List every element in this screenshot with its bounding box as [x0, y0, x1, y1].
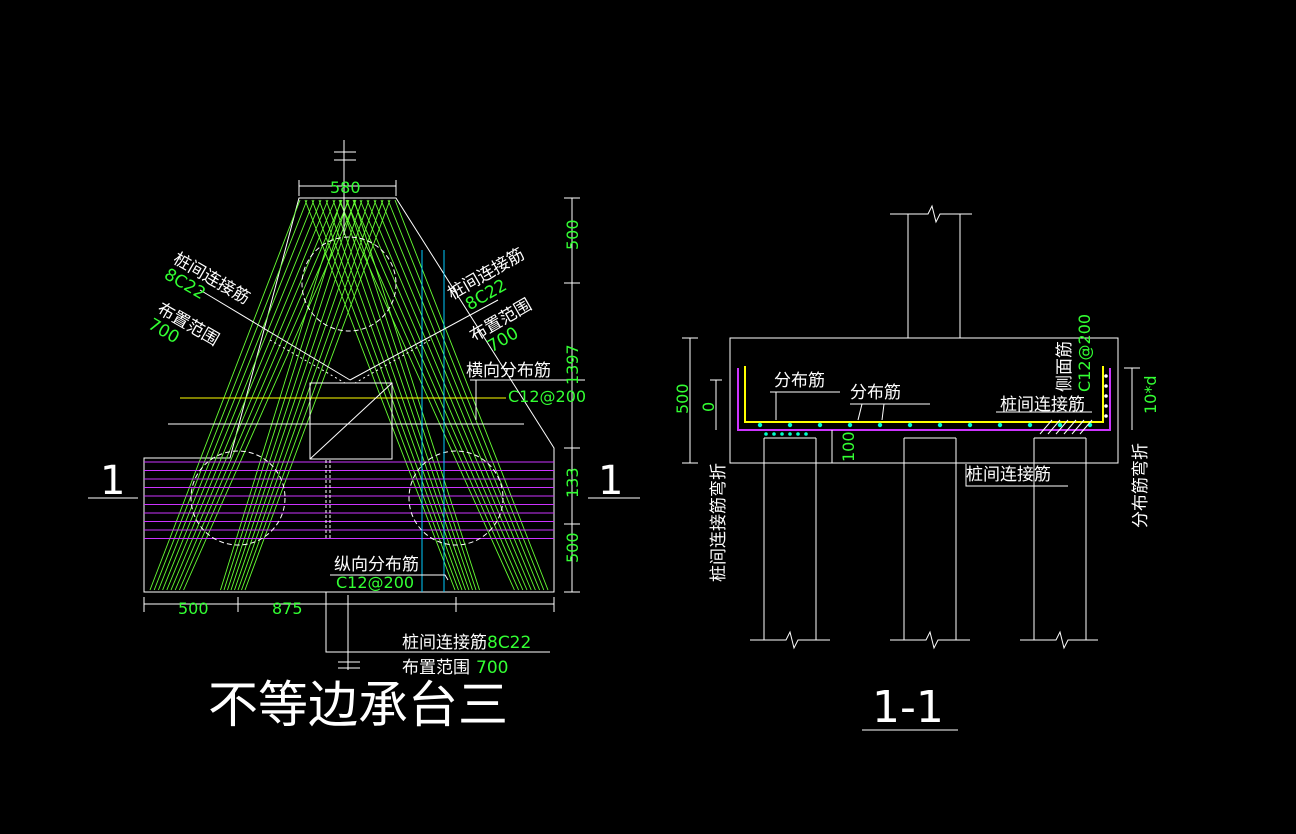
column-box: [309, 382, 393, 460]
pile-right: [408, 450, 504, 546]
pile-left: [190, 450, 286, 546]
rebar-dot: [1057, 422, 1063, 428]
rebar-dot: [937, 422, 943, 428]
rebar-right-bundle: [380, 199, 541, 591]
rebar-dot: [764, 432, 768, 436]
rebar-left-bundle: [153, 199, 308, 591]
rebar-cross-b: [223, 199, 349, 591]
section-label-link-bottom: 桩间连接筋: [966, 465, 1051, 485]
rebar-dot: [817, 422, 823, 428]
rebar-cross-b: [230, 199, 363, 591]
longitudinal-distribution-bars: [144, 461, 554, 539]
rebar-dot: [847, 422, 853, 428]
label-transverse-spec: C12@200: [508, 387, 586, 406]
rebar-right-bundle: [373, 199, 536, 591]
leader-longitudinal: [330, 574, 449, 581]
dim-right-low: 133: [563, 467, 582, 498]
yellow-dist-rebar: [744, 366, 1104, 423]
side-rebar-dot: [1104, 374, 1108, 378]
rebar-cross-a: [332, 199, 470, 591]
section-label-dist-2: 分布筋: [850, 383, 901, 403]
rebar-dot: [757, 422, 763, 428]
section-mark-left: 1: [100, 458, 125, 504]
dim-right-mid: 1397: [563, 344, 582, 385]
label-transverse: 横向分布筋: [466, 361, 551, 381]
rebar-dot: [804, 432, 808, 436]
rebar-cross-a: [346, 199, 477, 591]
rebar-cross-a: [304, 199, 456, 591]
side-rebar-dot: [1104, 394, 1108, 398]
rebar-dot: [780, 432, 784, 436]
section-title: 1-1: [872, 682, 944, 733]
rebar-right-bundle: [387, 199, 545, 591]
leader-left: [199, 289, 351, 381]
rebar-left-bundle: [166, 199, 329, 591]
rebar-cross-a: [318, 199, 463, 591]
label-longitudinal-spec: C12@200: [336, 573, 414, 592]
rebar-left-bundle: [170, 199, 336, 591]
rebar-dot: [788, 432, 792, 436]
section-dim-cover: 100: [839, 431, 858, 462]
rebar-dot: [967, 422, 973, 428]
rebar-cross-b: [237, 199, 377, 591]
section-piles: [750, 437, 1098, 650]
rebar-cross-b: [244, 199, 391, 591]
rebar-cross-a: [353, 199, 480, 591]
section-label-dist-1: 分布筋: [774, 371, 825, 391]
section-mark-right: 1: [598, 458, 623, 504]
rebar-dot: [787, 422, 793, 428]
pile-top: [301, 236, 397, 332]
rebar-right-bundle: [366, 199, 532, 591]
rebar-left-bundle: [157, 199, 315, 591]
dim-top-width: 580: [330, 178, 361, 197]
dim-bottom-mid: 875: [272, 599, 303, 618]
section-label-left-bend: 桩间连接筋弯折: [709, 463, 729, 582]
rebar-cross-a: [339, 199, 473, 591]
plan-view: 580 500 1397 133 500 500 875 1 1 桩间连接筋 8…: [88, 140, 640, 734]
plan-title: 不等边承台三: [208, 676, 508, 734]
rebar-cross-a: [311, 199, 459, 591]
rebar-dots: [757, 374, 1108, 436]
label-longitudinal: 纵向分布筋: [334, 555, 419, 575]
rebar-cross-b: [227, 199, 356, 591]
column-break: [890, 204, 972, 224]
section-label-link-top: 桩间连接筋: [1000, 395, 1085, 415]
section-label-side-spec: C12@200: [1075, 314, 1094, 392]
dim-right-bottom: 500: [563, 532, 582, 563]
rebar-dot: [907, 422, 913, 428]
rebar-cross-a: [325, 199, 466, 591]
dim-right-top: 500: [563, 219, 582, 250]
rebar-left-bundle: [162, 199, 322, 591]
rebar-cross-b: [241, 199, 384, 591]
rebar-dot: [877, 422, 883, 428]
rebar-dot: [997, 422, 1003, 428]
leader-right: [349, 299, 499, 381]
magenta-bottom-rebar: [737, 368, 1111, 431]
rebar-dot: [1027, 422, 1033, 428]
rebar-left-bundle: [149, 199, 301, 591]
section-view: 500 0 100 10*d 分布筋 分布筋 桩间连接筋 桩间连接筋 侧面筋 C…: [673, 204, 1160, 733]
section-label-right-bend: 分布筋弯折: [1131, 443, 1151, 528]
side-rebar-dot: [1104, 384, 1108, 388]
section-dim-zero: 0: [699, 402, 718, 412]
rebar-right-bundle: [394, 199, 549, 591]
leader-bottom: [325, 592, 550, 653]
rebar-dot: [796, 432, 800, 436]
rebar-cross-b: [220, 199, 342, 591]
label-bottom-rebar: 桩间连接筋8C22: [402, 633, 531, 653]
dim-bottom-left: 500: [178, 599, 209, 618]
side-rebar-dot: [1104, 414, 1108, 418]
section-label-side: 侧面筋: [1055, 341, 1075, 392]
section-cap: [729, 337, 1119, 464]
rebar-dot: [772, 432, 776, 436]
rebar-cross-b: [234, 199, 370, 591]
rebar-left-bundle: [174, 199, 343, 591]
side-rebar-dot: [1104, 404, 1108, 408]
section-dim-bend: 10*d: [1141, 375, 1160, 414]
section-dim-height: 500: [673, 383, 692, 414]
